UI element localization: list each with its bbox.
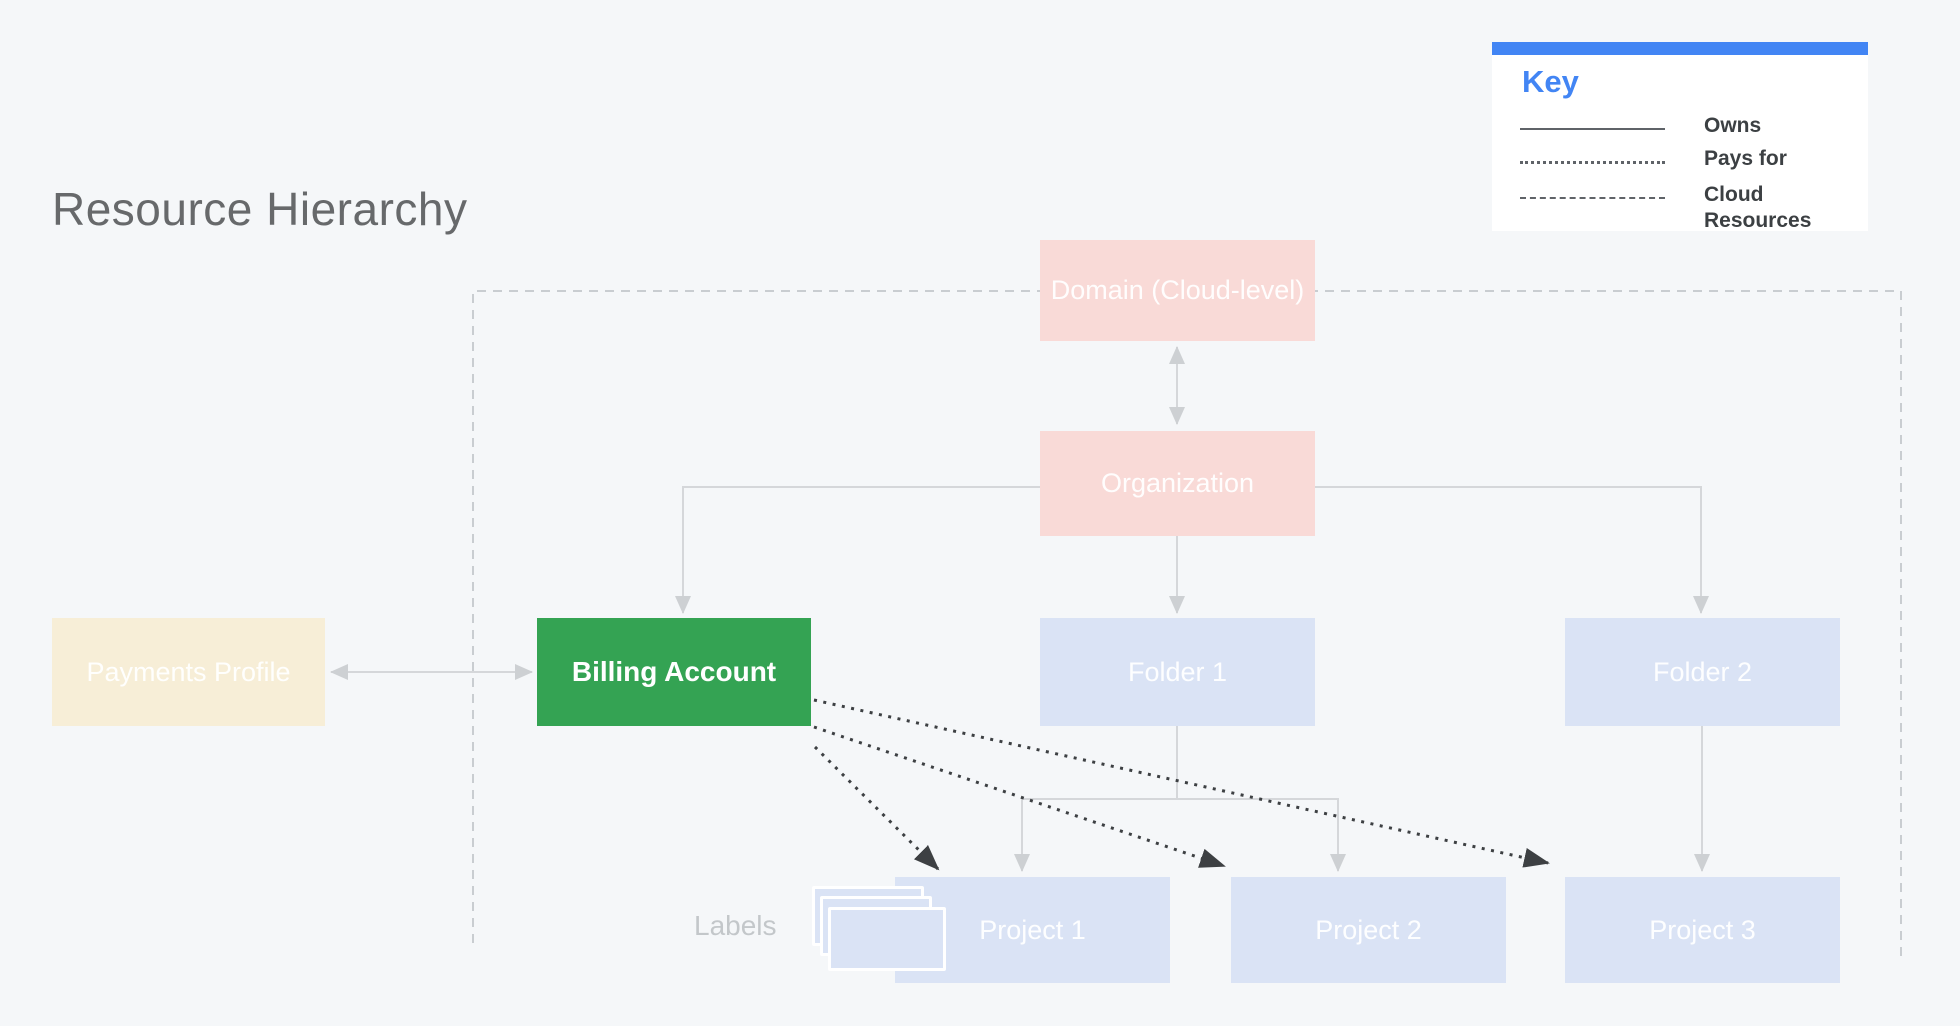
solid-line-sample <box>1520 128 1665 130</box>
pays-for-arrow-project3 <box>813 698 1550 868</box>
label-card-front <box>828 907 946 971</box>
page-title: Resource Hierarchy <box>52 183 468 235</box>
node-billing-account: Billing Account <box>537 618 811 726</box>
owns-line-organization-folder2 <box>1315 486 1709 614</box>
pays-for-arrow-project1 <box>813 745 940 871</box>
node-project-3: Project 3 <box>1565 877 1840 983</box>
node-organization-label: Organization <box>1100 468 1255 498</box>
node-domain-label: Domain (Cloud-level) <box>1050 275 1305 305</box>
key-label-pays-for: Pays for <box>1704 147 1787 170</box>
pays-for-arrow-project2 <box>813 725 1226 868</box>
labels-stack-icon <box>812 886 952 976</box>
node-project-3-label: Project 3 <box>1649 914 1756 945</box>
node-payments-profile-label: Payments Profile <box>86 656 291 687</box>
node-project-1-label: Project 1 <box>979 914 1086 945</box>
node-billing-account-label: Billing Account <box>571 656 777 687</box>
key-legend-accent-bar <box>1492 42 1868 55</box>
owns-line-organization-billing <box>675 486 1040 614</box>
node-project-2: Project 2 <box>1231 877 1506 983</box>
key-label-cloud-resources: Cloud Resources <box>1704 183 1812 232</box>
dotted-line-sample <box>1520 161 1665 164</box>
key-label-owns: Owns <box>1704 114 1762 137</box>
node-folder-1-label: Folder 1 <box>1127 656 1228 687</box>
node-domain: Domain (Cloud-level) <box>1040 240 1315 341</box>
dashed-line-sample <box>1520 197 1665 199</box>
labels-caption: Labels <box>694 910 777 941</box>
node-folder-2: Folder 2 <box>1565 618 1840 726</box>
node-payments-profile: Payments Profile <box>52 618 325 726</box>
key-legend: Key Owns Pays for Cloud Resources <box>1492 42 1868 232</box>
node-project-2-label: Project 2 <box>1315 914 1422 945</box>
key-legend-title: Key <box>1522 64 1579 99</box>
node-folder-1: Folder 1 <box>1040 618 1315 726</box>
node-organization: Organization <box>1040 431 1315 536</box>
node-folder-2-label: Folder 2 <box>1652 656 1753 687</box>
